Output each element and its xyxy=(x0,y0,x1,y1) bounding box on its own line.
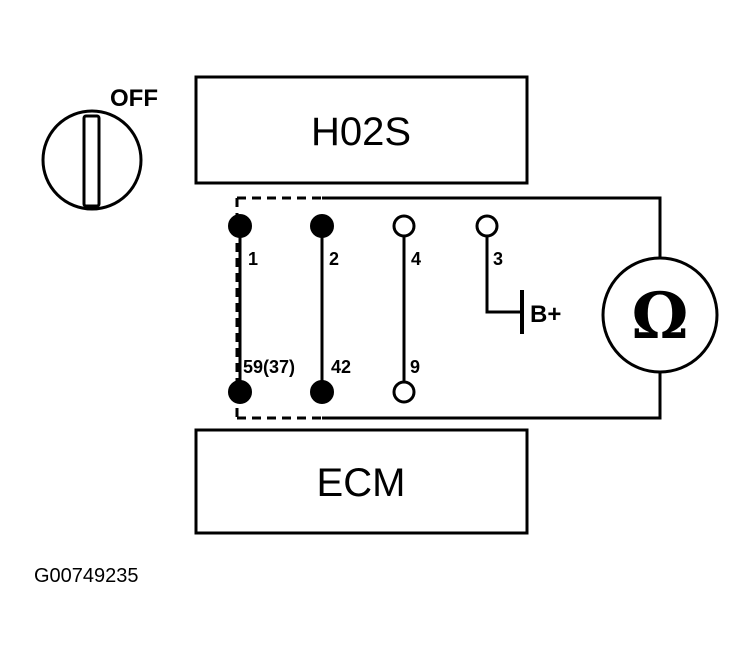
pin-1 xyxy=(228,214,252,238)
ecm-label: ECM xyxy=(317,461,406,505)
pin-42 xyxy=(310,380,334,404)
pin-3 xyxy=(475,214,499,238)
pin-2 xyxy=(310,214,334,238)
pin-2-label: 2 xyxy=(329,249,339,269)
ecm-component xyxy=(194,428,529,535)
ignition-off-label: OFF xyxy=(110,85,158,112)
pin-4-label: 4 xyxy=(411,249,421,269)
pin-3-label: 3 xyxy=(493,249,503,269)
wire-3-battery xyxy=(485,236,520,314)
pin-4 xyxy=(392,214,416,238)
pin-9 xyxy=(392,380,416,404)
pin-59 xyxy=(228,380,252,404)
h02s-label: H02S xyxy=(311,110,411,154)
ignition-switch-icon xyxy=(41,109,143,211)
ohm-symbol: Ω xyxy=(632,279,689,354)
battery-label: B+ xyxy=(530,301,561,328)
pin-42-label: 42 xyxy=(331,357,351,377)
meter-lead-bottom xyxy=(322,360,662,420)
figure-code: G00749235 xyxy=(34,565,139,587)
ohmmeter-icon xyxy=(601,256,719,374)
h02s-component xyxy=(194,75,529,185)
pin-9-label: 9 xyxy=(410,357,420,377)
meter-lead-top xyxy=(322,196,662,270)
pin-1-label: 1 xyxy=(248,249,258,269)
pin-59-label: 59(37) xyxy=(243,357,295,377)
